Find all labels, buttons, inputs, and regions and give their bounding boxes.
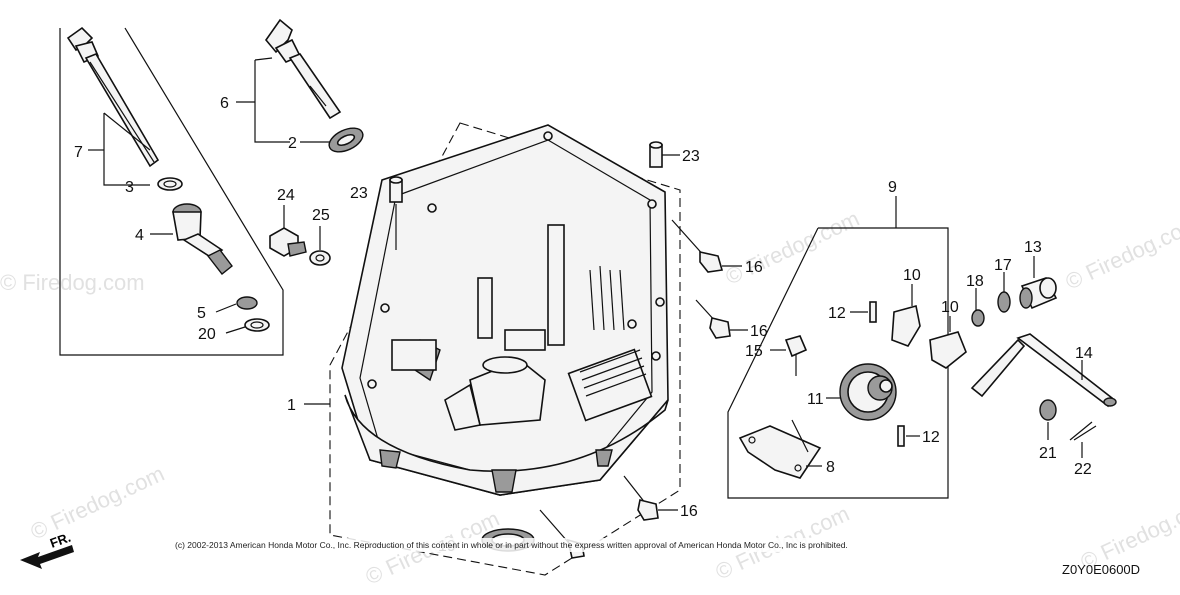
callout-24: 24 <box>277 187 295 204</box>
weight-part-10-b <box>929 331 967 369</box>
callout-18: 18 <box>966 273 984 290</box>
washer-part-25 <box>309 250 331 266</box>
callout-14: 14 <box>1075 345 1093 362</box>
dowel-pin-part-23-a <box>389 176 403 203</box>
plug-part-24 <box>269 227 307 257</box>
callout-16-b: 16 <box>750 323 768 340</box>
callout-13: 13 <box>1024 239 1042 256</box>
washer-part-21 <box>1039 399 1057 421</box>
governor-group-border <box>727 227 949 499</box>
dowel-pin-part-23-b <box>649 141 663 168</box>
filler-pipe-part-4 <box>172 203 233 275</box>
callout-5: 5 <box>197 305 206 322</box>
callout-16-c: 16 <box>680 503 698 520</box>
pin-part-22 <box>1069 421 1097 441</box>
front-label: FR. <box>48 530 73 551</box>
weight-part-10-a <box>891 305 921 347</box>
copyright-notice: (c) 2002-2013 American Honda Motor Co., … <box>175 540 848 550</box>
callout-11: 11 <box>807 391 824 408</box>
callout-3: 3 <box>125 179 134 196</box>
washer-part-20 <box>244 318 270 332</box>
pin-part-12-a <box>869 301 877 323</box>
callout-12-b: 12 <box>922 429 940 446</box>
dipstick-part-6 <box>264 18 342 120</box>
callout-6: 6 <box>220 95 229 112</box>
pin-part-12-b <box>897 425 905 447</box>
bolt-part-16-c <box>623 475 659 521</box>
callout-15: 15 <box>745 343 763 360</box>
callout-7: 7 <box>74 144 83 161</box>
callout-23-a: 23 <box>350 185 368 202</box>
bolt-part-16-a <box>671 219 724 273</box>
front-direction-arrow: FR. <box>20 530 74 569</box>
callout-10-a: 10 <box>903 267 921 284</box>
callout-21: 21 <box>1039 445 1057 462</box>
callout-1: 1 <box>287 397 296 414</box>
watermark: © Firedog.com <box>722 206 864 290</box>
callout-23-b: 23 <box>682 148 700 165</box>
callout-25: 25 <box>312 207 330 224</box>
clip-part-18 <box>971 309 985 327</box>
left-group-border <box>59 27 284 356</box>
callout-4: 4 <box>135 227 144 244</box>
washer-part-17 <box>997 291 1011 313</box>
crankcase-cover-part-1 <box>341 124 669 496</box>
holder-part-8 <box>738 419 822 479</box>
crankcase-cover-outline <box>329 122 681 576</box>
callout-22: 22 <box>1074 461 1092 478</box>
diagram-code: Z0Y0E0600D <box>1062 562 1140 577</box>
callout-16-a: 16 <box>745 259 763 276</box>
callout-17: 17 <box>994 257 1012 274</box>
slider-part-13 <box>1019 277 1058 310</box>
watermark: © Firedog.com <box>1062 211 1180 295</box>
callout-9: 9 <box>888 179 897 196</box>
callout-12-a: 12 <box>828 305 846 322</box>
governor-gear-part-11 <box>839 363 897 421</box>
bolt-part-16-b <box>695 299 731 339</box>
washer-part-3 <box>157 177 183 191</box>
callout-10-b: 10 <box>941 299 959 316</box>
callout-2: 2 <box>288 135 297 152</box>
callout-8: 8 <box>826 459 835 476</box>
watermark: © Firedog.com <box>0 270 145 295</box>
o-ring-part-5 <box>236 296 258 310</box>
governor-arm-part-14 <box>970 333 1117 408</box>
callout-20: 20 <box>198 326 216 343</box>
watermark: © Firedog.com <box>27 461 169 545</box>
bolt-part-15 <box>784 335 808 376</box>
